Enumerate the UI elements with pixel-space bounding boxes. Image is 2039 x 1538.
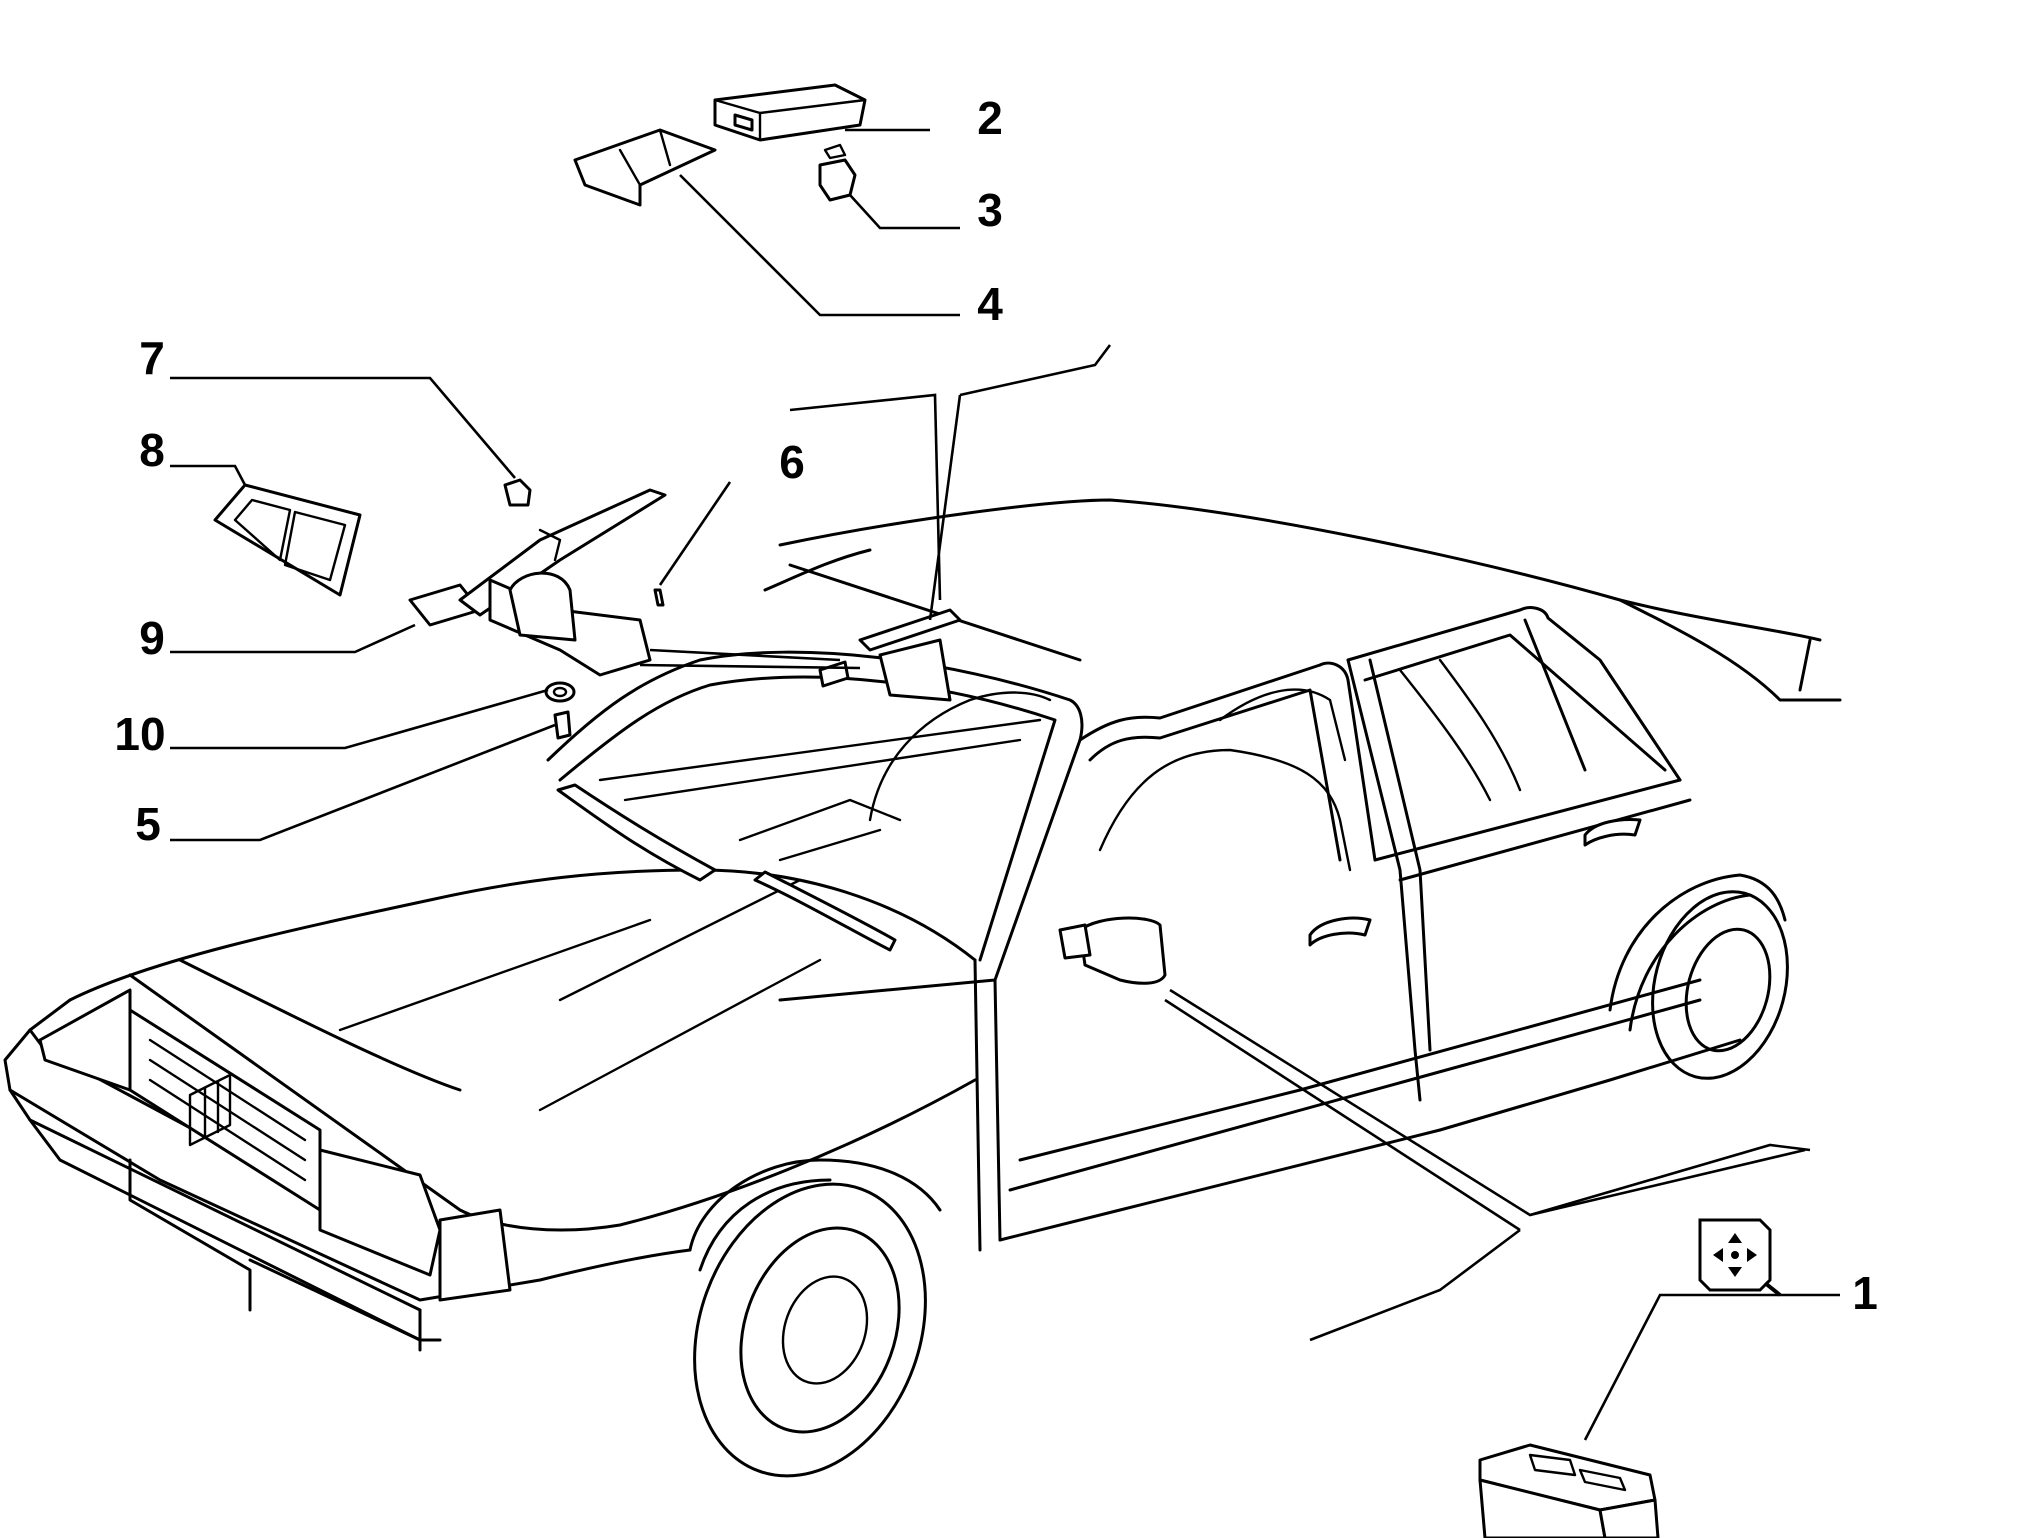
cabin-console-detail — [818, 608, 962, 702]
callout-5: 5 — [135, 798, 161, 850]
part-1-switch — [1478, 1443, 1660, 1538]
leader-lines — [170, 128, 1840, 1441]
part-3-clip — [818, 143, 857, 202]
callout-7: 7 — [139, 332, 165, 384]
callout-3: 3 — [977, 184, 1003, 236]
callout-8: 8 — [139, 424, 165, 476]
callout-6: 6 — [779, 436, 805, 488]
callout-4: 4 — [977, 278, 1003, 330]
callout-numbers: 1 2 3 4 5 6 7 8 9 10 — [114, 92, 1877, 1319]
part-5-bolt — [553, 710, 572, 740]
four-way-arrow-magnifier-icon — [1698, 1218, 1782, 1297]
part-2-module — [713, 83, 867, 142]
callout-10: 10 — [114, 708, 165, 760]
callout-2: 2 — [977, 92, 1003, 144]
callout-1: 1 — [1852, 1267, 1878, 1319]
part-7-nut — [503, 478, 532, 507]
part-8-frame — [213, 483, 362, 597]
part-4-bracket — [573, 128, 717, 207]
part-9-assembly — [408, 488, 667, 677]
car-illustration — [3, 498, 1842, 1478]
callout-9: 9 — [139, 612, 165, 664]
part-10-washer — [544, 681, 576, 703]
part-6-screw — [653, 588, 665, 607]
